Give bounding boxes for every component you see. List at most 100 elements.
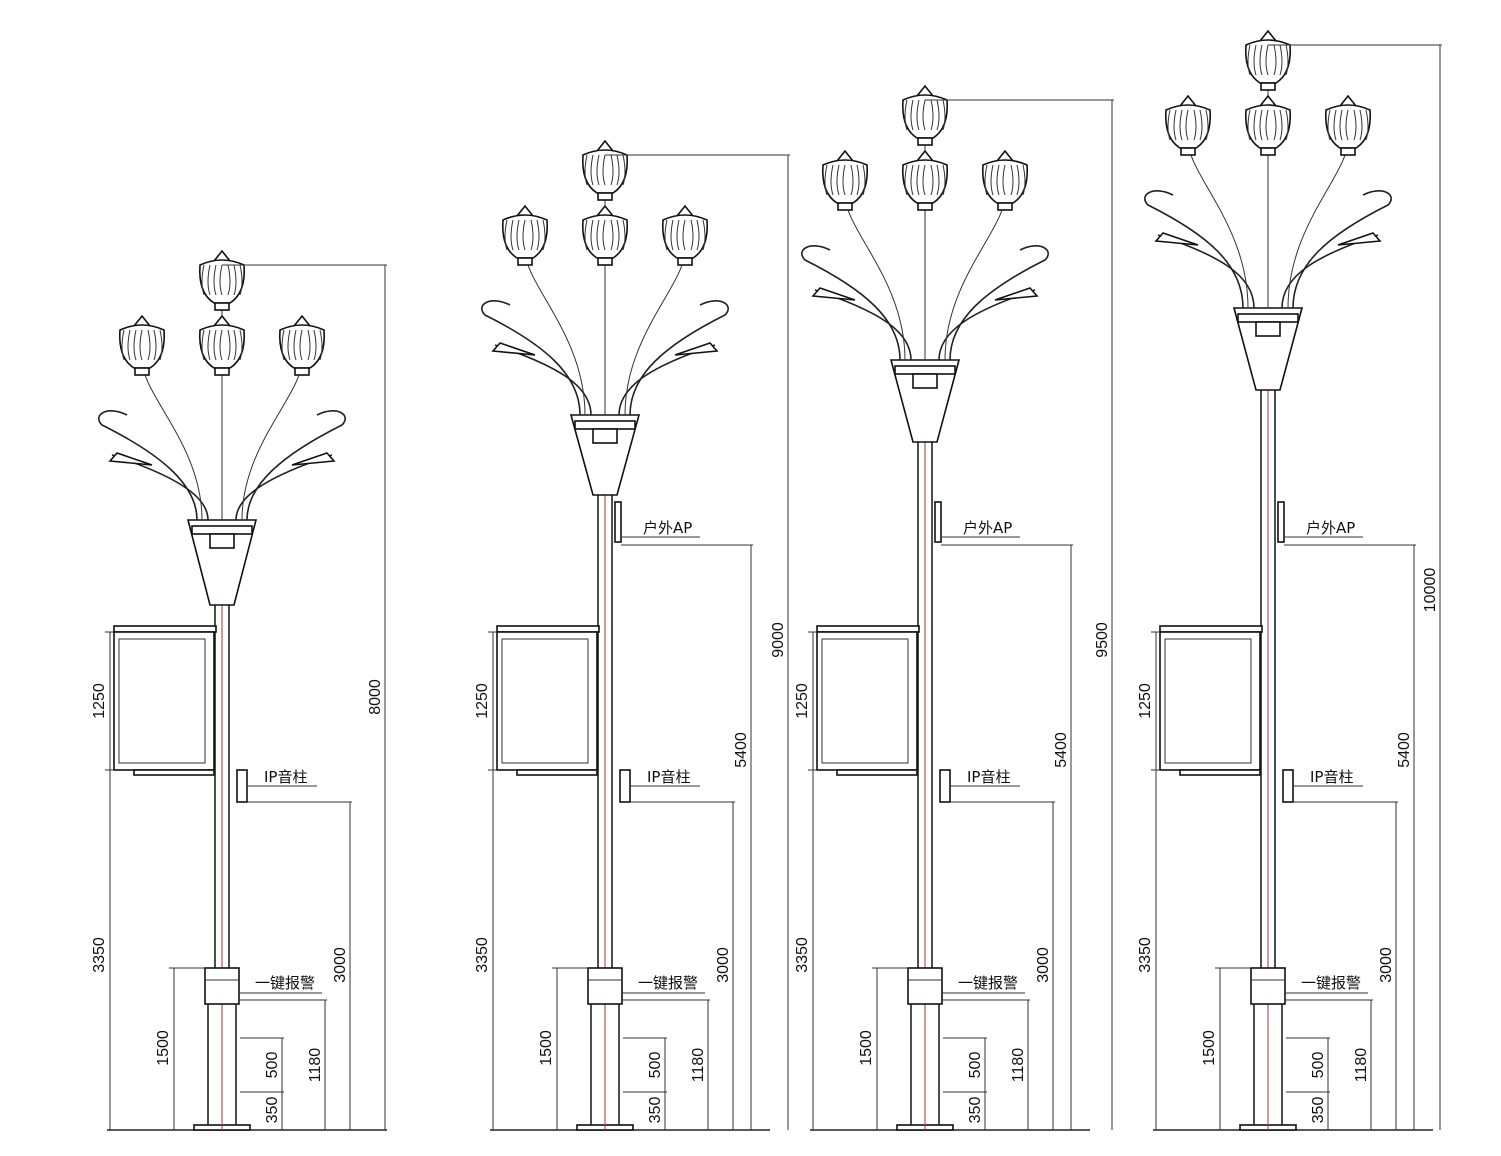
lamp-petal xyxy=(516,219,520,251)
collar-band xyxy=(191,525,253,535)
lamp-socket xyxy=(1260,147,1276,156)
lamp-petal xyxy=(139,329,143,361)
lamp-petal xyxy=(922,99,926,131)
lamp-head-center xyxy=(901,149,949,211)
lamp-petal xyxy=(1185,109,1189,141)
dim-total-label: 9000 xyxy=(770,622,787,658)
speaker-body xyxy=(939,769,951,803)
lamp-petal xyxy=(616,219,620,251)
wing-left-tip xyxy=(1154,232,1199,246)
lamp-petal xyxy=(213,329,217,361)
lamp-petal xyxy=(850,164,854,196)
sign-cap xyxy=(113,625,217,633)
wing-left-outer xyxy=(801,245,901,361)
lamp-petal xyxy=(233,264,237,296)
lamp-cap xyxy=(133,314,151,327)
wing-left-outer xyxy=(98,410,198,521)
lamp-head-left xyxy=(501,204,549,266)
wing-left-outer xyxy=(1144,190,1244,309)
lamp-petal xyxy=(904,99,908,131)
lamp-petal xyxy=(1253,109,1257,141)
lamp-petal xyxy=(207,329,211,361)
lamp-petal xyxy=(133,329,137,361)
dim-box-label: 500 xyxy=(264,1052,281,1079)
lamp-petal xyxy=(1279,44,1283,76)
lamp-petal xyxy=(990,164,994,196)
lamp-petal xyxy=(830,164,834,196)
lamp-petal xyxy=(664,219,668,251)
lamp-petal xyxy=(281,329,285,361)
dim-sign-label: 1250 xyxy=(474,683,491,719)
lamp-petal xyxy=(1333,109,1337,141)
lamp-petal xyxy=(862,164,866,196)
lamp-petal xyxy=(1273,44,1277,76)
sign-cap xyxy=(816,625,920,633)
lamp-petal xyxy=(1167,109,1171,141)
lamp-petal xyxy=(201,329,205,361)
lamp-petal xyxy=(930,164,934,196)
speaker-label: IP音柱 xyxy=(647,768,690,786)
lamp-petal xyxy=(121,329,125,361)
lamp-petal xyxy=(293,329,297,361)
lamp-head-right xyxy=(278,314,326,376)
speaker-label: IP音柱 xyxy=(967,768,1010,786)
lamp-petal xyxy=(1016,164,1020,196)
lamp-petal xyxy=(227,264,231,296)
dim-total-label: 8000 xyxy=(367,679,384,715)
dim-alarm-label: 1180 xyxy=(1010,1048,1027,1083)
lamp-petal xyxy=(313,329,317,361)
lamp-petal xyxy=(1179,109,1183,141)
sign-cap xyxy=(496,625,600,633)
lamp-petal xyxy=(299,329,303,361)
sign-screen xyxy=(501,638,589,764)
lamp-petal xyxy=(1285,44,1289,76)
dim-alarm-range-label: 1500 xyxy=(538,1030,555,1066)
dim-alarm-label: 1180 xyxy=(307,1048,324,1083)
lamp-petal xyxy=(1247,109,1251,141)
lamp-petal xyxy=(836,164,840,196)
lamp-petal xyxy=(622,154,626,186)
lamp-cap xyxy=(1179,94,1197,107)
lamp-petal xyxy=(1265,109,1269,141)
lamp-head-center xyxy=(581,204,629,266)
dim-alarm-range-label: 1500 xyxy=(155,1030,172,1066)
sign-base xyxy=(133,769,215,776)
lamp-socket xyxy=(997,202,1013,211)
lamp-petal xyxy=(984,164,988,196)
arm-right xyxy=(944,194,1006,361)
lamp-petal xyxy=(1285,109,1289,141)
wing-right-tip xyxy=(994,287,1039,301)
collar-band xyxy=(1237,313,1299,323)
lamp-petal xyxy=(610,219,614,251)
lamp-petal xyxy=(201,264,205,296)
lamp-petal xyxy=(930,99,934,131)
dim-sign-label: 1250 xyxy=(1137,683,1154,719)
lamp-petal xyxy=(153,329,157,361)
collar-ring xyxy=(209,533,235,549)
arm-left xyxy=(524,249,586,416)
lamp-petal xyxy=(530,219,534,251)
lamp-petal xyxy=(127,329,131,361)
lamp-socket xyxy=(214,367,230,376)
lamp-cap xyxy=(916,149,934,162)
lamp-head-top xyxy=(198,249,246,311)
ap-label: 户外AP xyxy=(963,519,1012,537)
lamp-socket xyxy=(917,202,933,211)
lamp-socket xyxy=(1340,147,1356,156)
lamp-petal xyxy=(207,264,211,296)
lamp-petal xyxy=(213,264,217,296)
dim-speaker-label: 3000 xyxy=(1378,947,1395,983)
collar-ring xyxy=(1255,321,1281,337)
dim-speaker-label: 3000 xyxy=(715,947,732,983)
wing-right-outer xyxy=(629,300,729,416)
dim-alarm-label: 1180 xyxy=(1353,1048,1370,1083)
dim-base-label: 350 xyxy=(264,1097,281,1124)
dim-ap-label: 5400 xyxy=(1396,732,1413,768)
lamp-head-right xyxy=(981,149,1029,211)
alarm-label: 一键报警 xyxy=(638,974,698,992)
lamp-head-top xyxy=(901,84,949,146)
lamp-head-left xyxy=(118,314,166,376)
sign-screen xyxy=(1164,638,1252,764)
